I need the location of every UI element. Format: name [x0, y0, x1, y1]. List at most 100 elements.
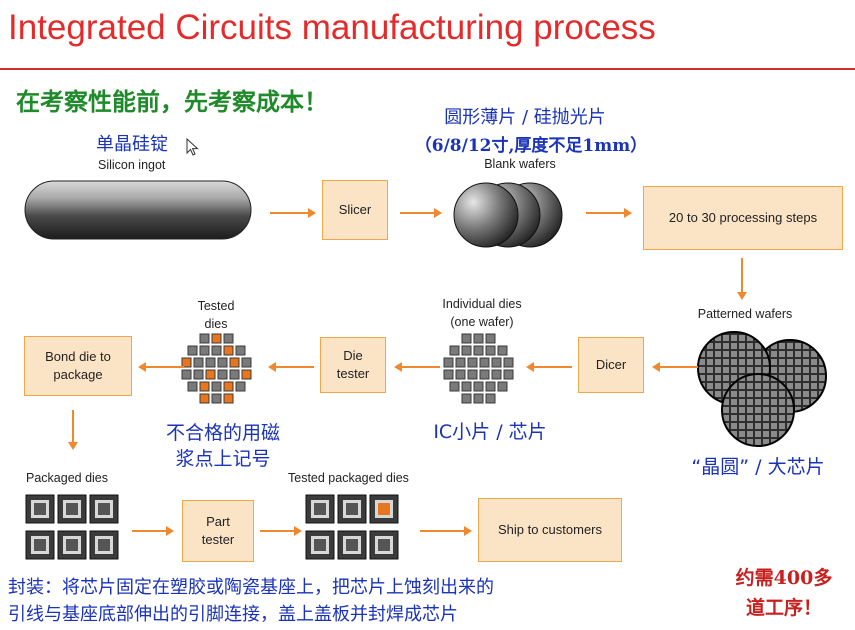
blank-wafers-image	[453, 182, 563, 248]
die	[449, 381, 460, 392]
die	[443, 369, 454, 380]
package-core	[378, 539, 390, 551]
die-tester-line2: tester	[336, 366, 370, 381]
die	[497, 381, 508, 392]
bond-die-box: Bond die to package	[24, 336, 132, 396]
tested-packaged-label: Tested packaged dies	[288, 471, 409, 485]
die	[461, 393, 472, 404]
arrow-dies-to-tester	[394, 362, 440, 372]
page-title: Integrated Circuits manufacturing proces…	[8, 8, 656, 47]
die	[497, 345, 508, 356]
processing-steps-box: 20 to 30 processing steps	[643, 186, 843, 250]
die	[193, 369, 204, 380]
package-core	[314, 503, 326, 515]
die	[467, 369, 478, 380]
steps-note-line1: 约需400多	[735, 567, 833, 589]
die	[455, 357, 466, 368]
die	[181, 369, 192, 380]
defective-die	[205, 369, 216, 380]
die	[473, 381, 484, 392]
package-core	[346, 503, 358, 515]
die	[461, 345, 472, 356]
die	[187, 345, 198, 356]
tested-dies-grid	[181, 333, 252, 404]
defective-die	[181, 357, 192, 368]
die	[473, 393, 484, 404]
individual-dies-label-2: (one wafer)	[450, 315, 514, 329]
title-divider	[0, 68, 855, 70]
die	[461, 381, 472, 392]
die	[193, 357, 204, 368]
part-tester-line2: tester	[201, 532, 235, 547]
bond-line1: Bond die to	[45, 349, 111, 365]
package-core	[346, 539, 358, 551]
die	[211, 393, 222, 404]
die	[211, 345, 222, 356]
bond-line2: package	[53, 367, 103, 382]
tested-dies-label-2: dies	[204, 317, 228, 331]
arrow-tester-to-tested	[268, 362, 314, 372]
die	[235, 345, 246, 356]
die	[473, 333, 484, 344]
die	[479, 369, 490, 380]
package-core	[34, 503, 46, 515]
part-tester-line1: Part	[206, 514, 230, 530]
arrow-patterned-to-dicer	[652, 362, 698, 372]
arrow-tested-to-bond	[138, 362, 184, 372]
slicer-box: Slicer	[322, 180, 388, 240]
package-core	[66, 539, 78, 551]
arrow-processing-to-patterned	[737, 258, 747, 300]
mouse-cursor-icon	[186, 137, 199, 156]
arrow-ingot-to-slicer	[270, 208, 316, 218]
rejected-package-mark	[378, 503, 390, 515]
individual-dies-label-1: Individual dies	[442, 297, 522, 311]
arrow-bond-to-packaged	[68, 410, 78, 450]
package-core	[66, 503, 78, 515]
defective-die	[241, 369, 252, 380]
defective-die	[229, 357, 240, 368]
packaged-dies-image	[25, 494, 119, 560]
die	[485, 333, 496, 344]
die	[503, 369, 514, 380]
steps-note: 约需400多 道工序！	[716, 563, 852, 623]
die	[443, 357, 454, 368]
defective-die	[223, 393, 234, 404]
bad-die-note-line1: 不合格的用磁	[165, 422, 280, 444]
die	[485, 381, 496, 392]
die	[211, 381, 222, 392]
arrow-tested-to-ship	[420, 526, 472, 536]
defective-die	[199, 381, 210, 392]
package-core	[98, 503, 110, 515]
bad-die-note-line2: 浆点上记号	[175, 448, 271, 470]
die	[485, 393, 496, 404]
die	[205, 357, 216, 368]
die	[485, 345, 496, 356]
die	[199, 333, 210, 344]
die	[223, 333, 234, 344]
package-core	[34, 539, 46, 551]
dicer-box: Dicer	[578, 337, 644, 393]
wafer-cn-line2: （6/8/12寸,厚度不足1mm）	[414, 136, 648, 156]
die	[455, 369, 466, 380]
die	[467, 357, 478, 368]
arrow-wafers-to-processing	[586, 208, 632, 218]
defective-die	[211, 333, 222, 344]
die	[229, 369, 240, 380]
die	[503, 357, 514, 368]
package-core	[314, 539, 326, 551]
package-core	[98, 539, 110, 551]
ship-box: Ship to customers	[478, 498, 622, 562]
ingot-cn-label: 单晶硅锭	[96, 134, 168, 155]
arrow-packaged-to-part-tester	[132, 526, 174, 536]
die	[187, 381, 198, 392]
ic-chip-note: IC小片 / 芯片	[433, 421, 547, 443]
bad-die-note: 不合格的用磁 浆点上记号	[148, 420, 298, 472]
defective-die	[199, 393, 210, 404]
tested-dies-label-1: Tested	[197, 299, 235, 313]
silicon-ingot-image	[24, 180, 252, 240]
die-tester-line1: Die	[343, 348, 363, 364]
die-tester-box: Die tester	[320, 337, 386, 393]
part-tester-box: Part tester	[182, 500, 254, 562]
die	[199, 345, 210, 356]
arrow-part-tester-to-tested	[260, 526, 302, 536]
